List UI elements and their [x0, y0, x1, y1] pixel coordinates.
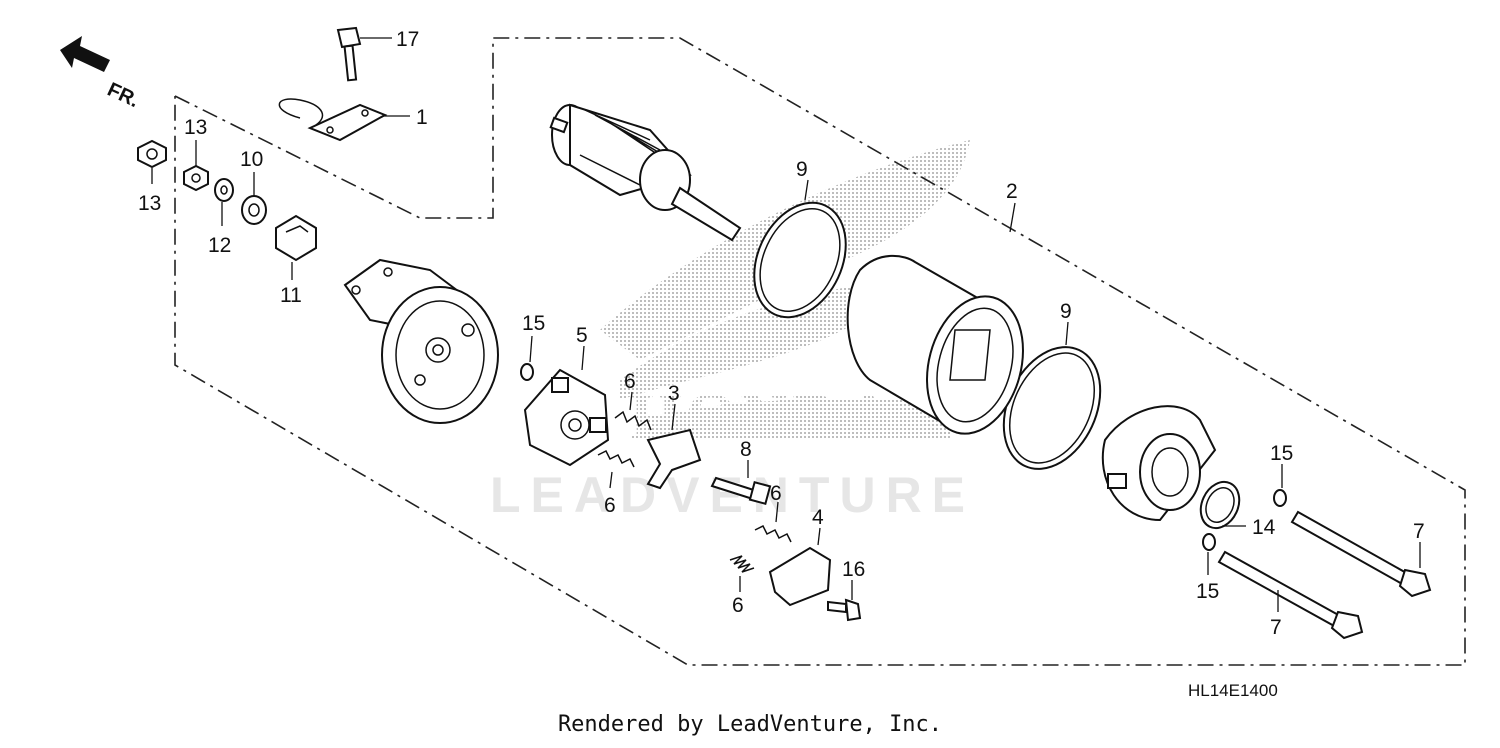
brush-terminal-part-3: [646, 428, 702, 490]
callout-1: 1: [416, 106, 428, 129]
o-ring-part-9-rear: [1002, 346, 1102, 470]
washer-part-15-a: [520, 363, 534, 381]
callout-8: 8: [740, 438, 752, 461]
direction-label: FR.: [104, 79, 142, 113]
through-bolt-part-7-upper: [1290, 510, 1432, 598]
callout-9-rear: 9: [1060, 300, 1072, 323]
screw-part-16: [827, 598, 862, 622]
spring-part-6-b: [597, 449, 635, 468]
assembly-outline: [174, 37, 1466, 666]
rear-cover: [343, 258, 499, 424]
callout-15-bottom: 15: [1196, 580, 1219, 603]
washer-part-15-c: [1202, 533, 1216, 551]
callout-12: 12: [208, 234, 231, 257]
through-bolt-part-7-lower: [1217, 550, 1364, 640]
brush-part-4: [768, 546, 832, 607]
callout-15-left: 15: [522, 312, 545, 335]
callout-6-mid: 6: [770, 482, 782, 505]
insulator-part-10: [241, 195, 267, 225]
callout-13-lower: 13: [138, 192, 161, 215]
clip-bracket-part-1: [278, 98, 388, 142]
callout-11: 11: [280, 284, 302, 307]
insulator-part-11: [275, 214, 317, 262]
spring-part-6-d: [729, 555, 755, 573]
spring-part-6-c: [754, 524, 792, 543]
callout-10: 10: [240, 148, 263, 171]
callout-4: 4: [812, 506, 824, 529]
nut-part-13-outer: [137, 139, 167, 169]
callout-6-lower: 6: [732, 594, 744, 617]
callout-7-lower: 7: [1270, 616, 1282, 639]
terminal-bolt-part-8: [710, 476, 772, 505]
nut-part-13-inner: [183, 164, 209, 192]
callout-6-left: 6: [604, 494, 616, 517]
leader-lines: [151, 37, 1421, 612]
callout-5: 5: [576, 324, 588, 347]
o-ring-part-14: [1199, 480, 1241, 530]
diagram-code: HL14E1400: [1188, 681, 1278, 700]
callout-9-front: 9: [796, 158, 808, 181]
o-ring-part-9-front: [753, 201, 847, 319]
front-arrow-icon: FR.: [60, 36, 142, 112]
washer-part-15-b: [1273, 489, 1287, 507]
callout-15-right: 15: [1270, 442, 1293, 465]
callout-6-upper: 6: [624, 370, 636, 393]
watermark-text: LEADVENTURE: [490, 467, 975, 523]
callout-17: 17: [396, 28, 419, 51]
spring-part-6-a: [614, 410, 652, 431]
callout-16: 16: [842, 558, 865, 581]
armature: [549, 103, 742, 242]
callout-2: 2: [1006, 180, 1018, 203]
callout-3: 3: [668, 382, 680, 405]
callout-7-upper: 7: [1413, 520, 1425, 543]
yoke-housing-part-2: [846, 254, 1024, 435]
bolt-part-17: [336, 26, 362, 82]
callout-13-upper: 13: [184, 116, 207, 139]
washer-part-12: [214, 178, 234, 202]
footer-credit: Rendered by LeadVenture, Inc.: [557, 712, 943, 737]
brush-holder-part-5: [523, 368, 610, 467]
callout-14: 14: [1252, 516, 1276, 539]
front-cover: [1101, 405, 1217, 522]
